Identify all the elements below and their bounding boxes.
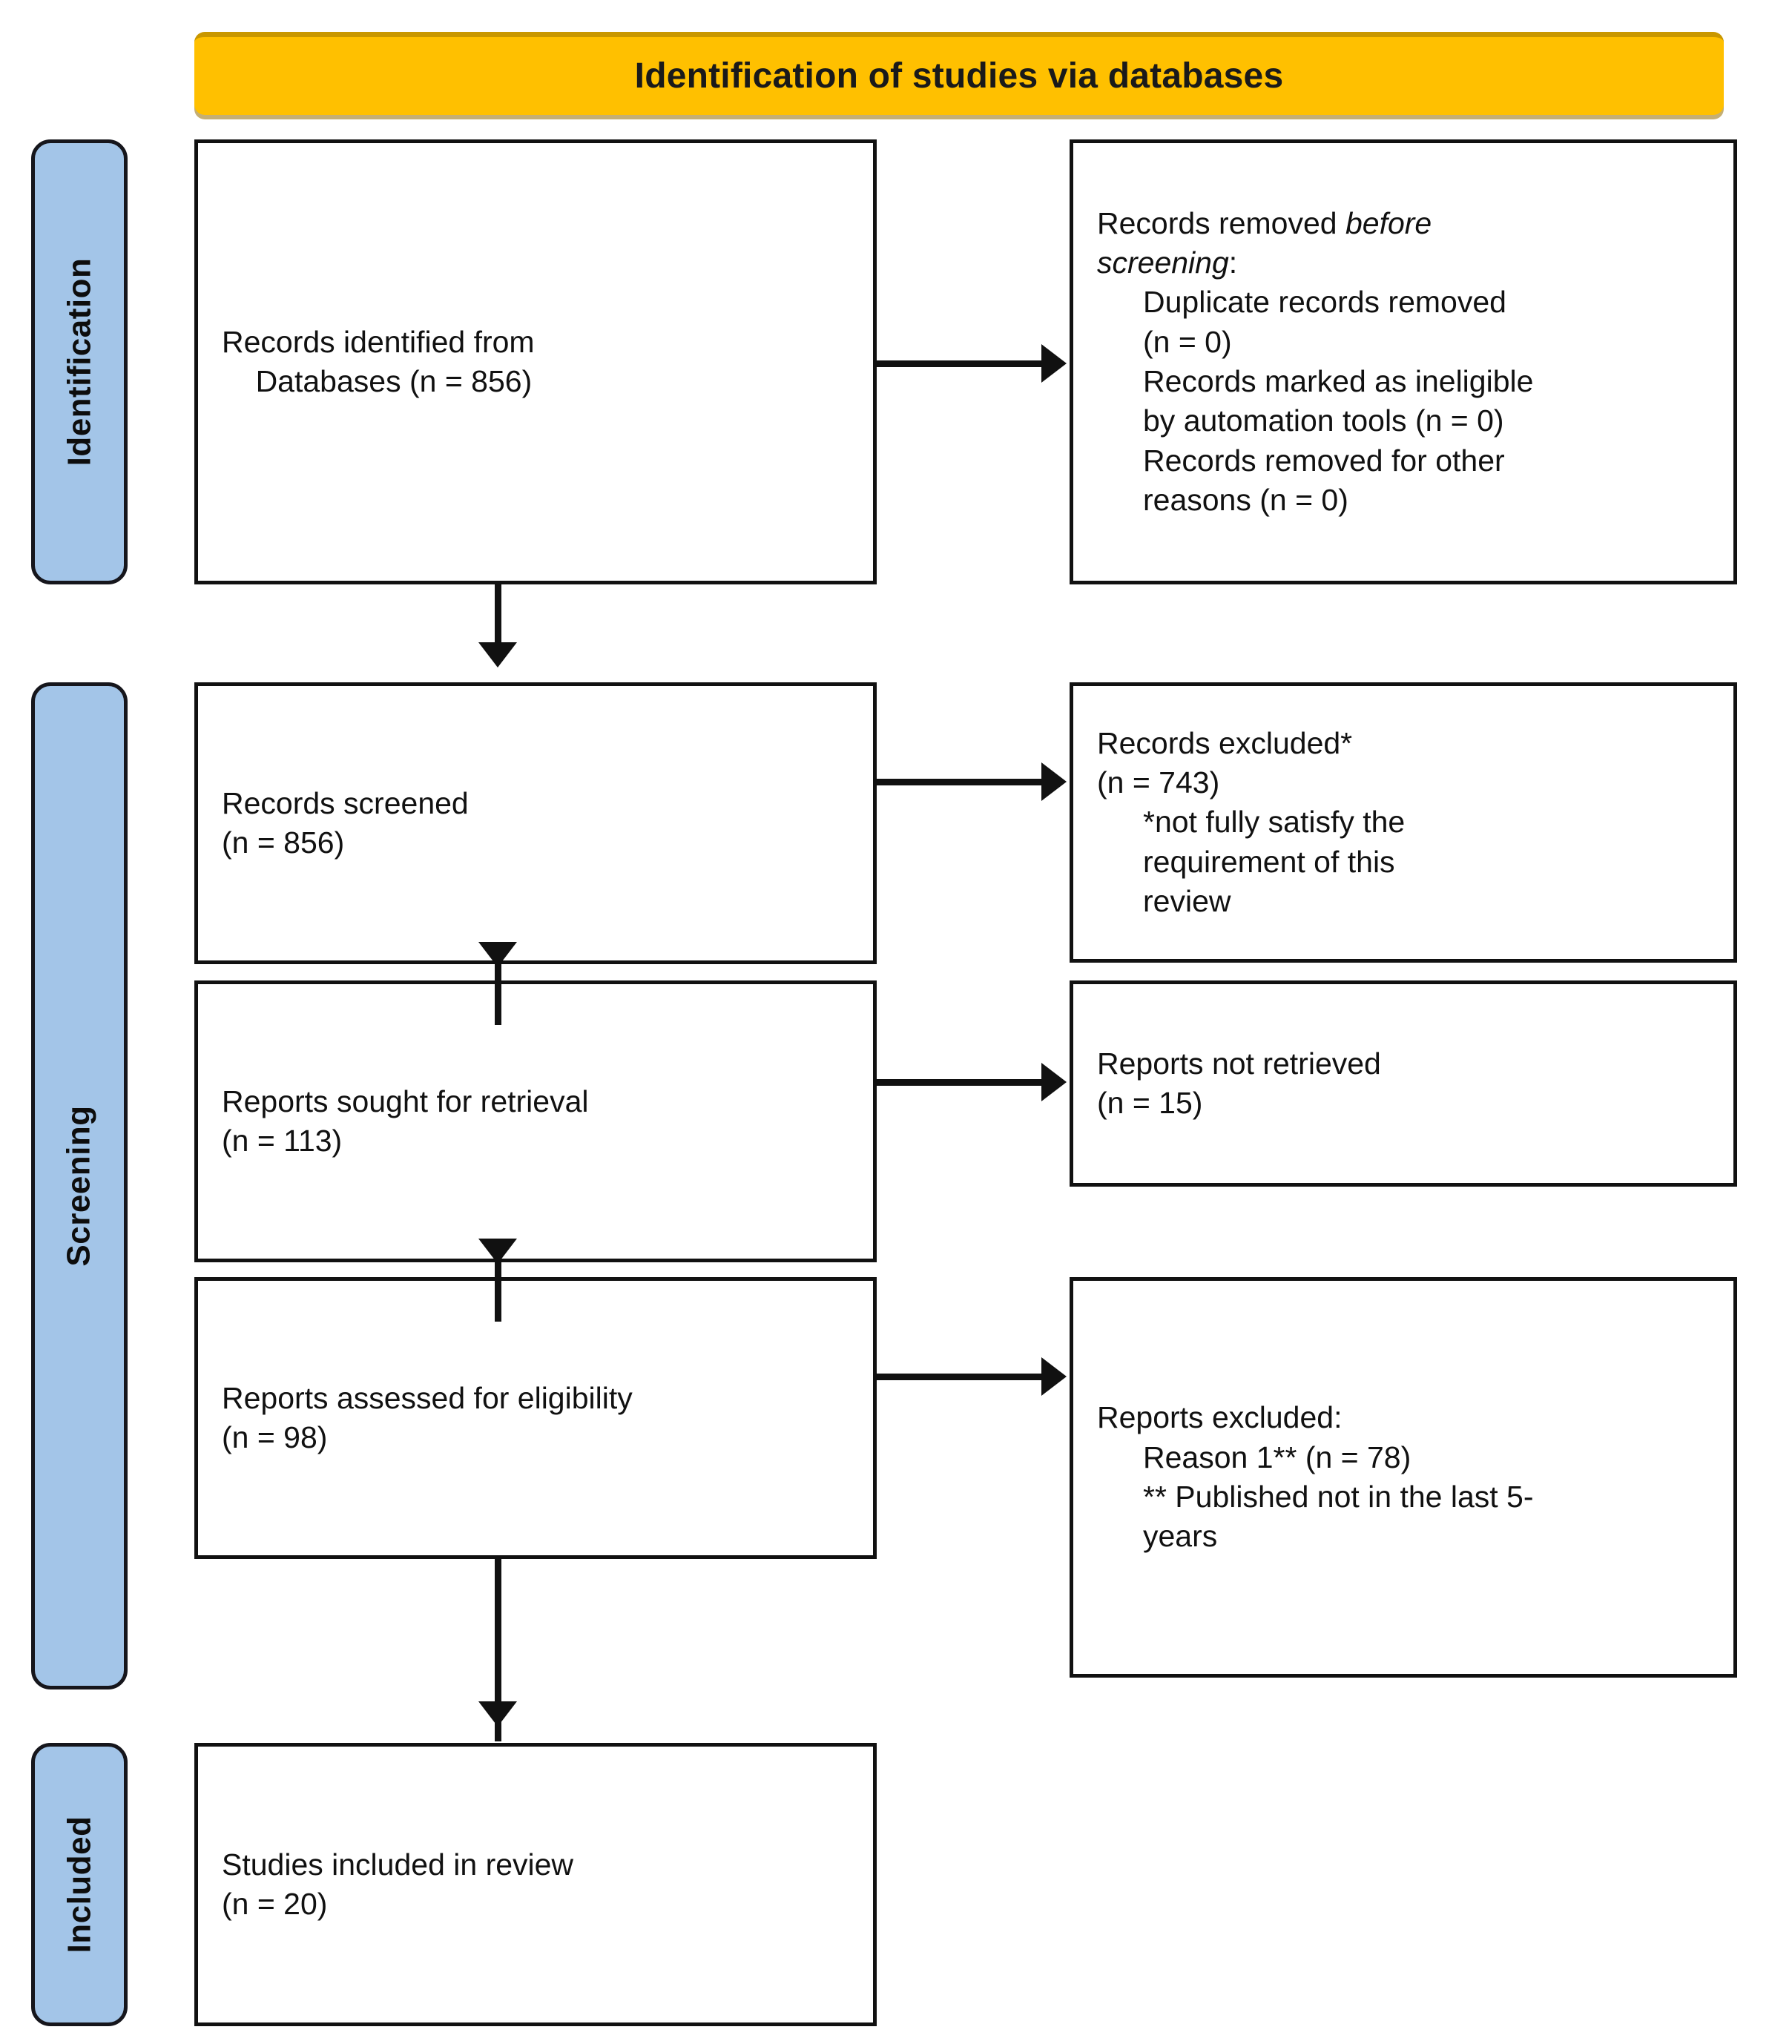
records-screened-label: Records screened [222,785,469,820]
reports-excluded-note1: ** Published not in the last 5- [1143,1480,1534,1514]
stage-pill-identification: Identification [31,139,128,584]
records-removed-other: Records removed for other [1143,443,1505,478]
stage-label-included: Included [61,1816,97,1954]
records-removed-heading: Records removed before [1097,204,1710,243]
box-records-removed-before-screening: Records removed before screening: Duplic… [1070,139,1737,584]
connector-sought-to-assessed [495,1262,501,1322]
reports-assessed-count: (n = 98) [222,1420,328,1454]
box-reports-not-retrieved: Reports not retrieved (n = 15) [1070,980,1737,1187]
diagram-title-banner: Identification of studies via databases [194,32,1724,115]
box-reports-excluded: Reports excluded: Reason 1** (n = 78) **… [1070,1277,1737,1678]
connector-screened-to-excluded [877,779,1046,785]
connector-identified-to-removed [877,360,1046,367]
records-identified-line1: Records identified from [222,324,535,359]
box-records-excluded: Records excluded* (n = 743) *not fully s… [1070,682,1737,963]
duplicate-records-removed: Duplicate records removed [1143,285,1506,320]
records-removed-other-count: reasons (n = 0) [1143,482,1348,517]
arrowhead-right-icon-1 [1041,344,1067,383]
arrowhead-right-icon-4 [1041,1357,1067,1396]
arrowhead-right-icon-3 [1041,1063,1067,1101]
records-excluded-note3: review [1143,883,1231,918]
reports-excluded-label: Reports excluded: [1097,1400,1343,1435]
box-records-screened: Records screened (n = 856) [194,682,877,964]
reports-sought-label: Reports sought for retrieval [222,1084,589,1118]
stage-label-screening: Screening [61,1105,97,1267]
connector-assessed-to-reports-excluded [877,1374,1046,1380]
studies-included-label: Studies included in review [222,1847,574,1882]
reports-excluded-reason1: Reason 1** (n = 78) [1143,1440,1411,1474]
records-removed-heading2: screening: [1097,243,1710,283]
box-studies-included: Studies included in review (n = 20) [194,1743,877,2026]
records-identified-line2: Databases (n = 856) [222,364,533,398]
arrowhead-down-icon-3 [478,1239,517,1264]
reports-not-retrieved-count: (n = 15) [1097,1086,1203,1120]
connector-screened-to-sought [495,964,501,1025]
duplicate-records-removed-count: (n = 0) [1143,324,1232,359]
records-excluded-note2: requirement of this [1143,844,1395,879]
connector-sought-to-not-retrieved [877,1079,1046,1086]
arrowhead-down-icon-4 [478,1701,517,1727]
records-excluded-count: (n = 743) [1097,765,1220,800]
stage-pill-included: Included [31,1743,128,2026]
box-records-identified: Records identified from Databases (n = 8… [194,139,877,584]
records-ineligible-automation: Records marked as ineligible [1143,364,1534,398]
reports-assessed-label: Reports assessed for eligibility [222,1380,633,1415]
stage-label-identification: Identification [61,257,97,467]
diagram-title: Identification of studies via databases [634,56,1284,96]
records-ineligible-automation-count: by automation tools (n = 0) [1143,403,1504,438]
records-screened-count: (n = 856) [222,825,345,860]
records-excluded-note1: *not fully satisfy the [1143,805,1406,840]
studies-included-count: (n = 20) [222,1887,328,1921]
stage-pill-screening: Screening [31,682,128,1689]
arrowhead-down-icon-1 [478,642,517,667]
records-removed-heading-a: Records removed [1097,205,1345,240]
records-removed-heading-em2: screening [1097,245,1229,280]
reports-excluded-note2: years [1143,1519,1218,1554]
arrowhead-right-icon-2 [1041,762,1067,801]
records-excluded-label: Records excluded* [1097,725,1353,760]
arrowhead-down-icon-2 [478,942,517,967]
box-reports-assessed: Reports assessed for eligibility (n = 98… [194,1277,877,1559]
connector-assessed-to-included [495,1559,501,1741]
connector-identified-to-screened [495,584,501,647]
reports-not-retrieved-label: Reports not retrieved [1097,1046,1381,1081]
reports-sought-count: (n = 113) [222,1124,343,1158]
records-removed-heading-colon: : [1228,245,1238,280]
box-reports-sought: Reports sought for retrieval (n = 113) [194,980,877,1262]
records-removed-heading-em1: before [1345,205,1432,240]
